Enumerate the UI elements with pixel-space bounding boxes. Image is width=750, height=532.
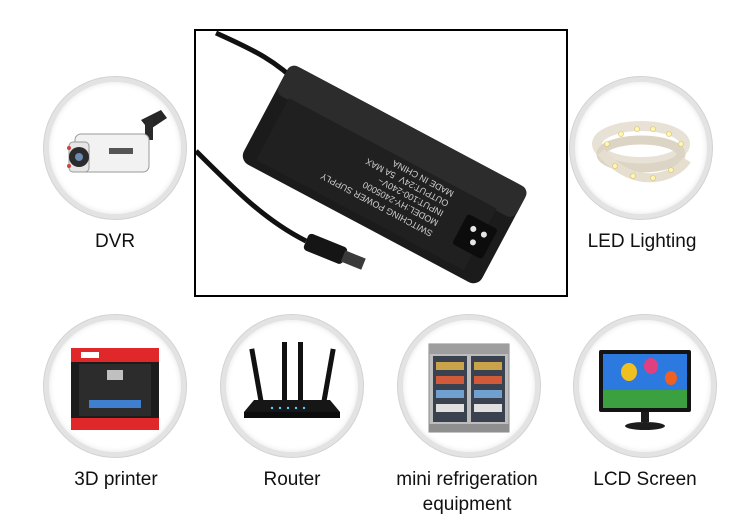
power-adapter-image: SWITCHING POWER SUPPLY MODEL:HY-2405000 …: [196, 31, 527, 284]
router-icon: [244, 342, 340, 418]
3d-printer-circle: [44, 315, 186, 457]
lcd-screen-circle: [574, 315, 716, 457]
mini-fridge-icon: [428, 343, 510, 433]
security-camera-icon: [67, 110, 167, 173]
led-lighting-circle: [570, 77, 712, 219]
dvr-label: DVR: [94, 231, 136, 252]
dvr-circle: [44, 77, 186, 219]
router-label: Router: [263, 469, 321, 490]
mini-refrigeration-label: mini refrigeration: [396, 469, 538, 490]
led-strip-icon: [592, 121, 691, 183]
lcd-screen-label: LCD Screen: [593, 469, 697, 490]
3d-printer-icon: [71, 348, 159, 430]
mini-refrigeration-label-line2: equipment: [422, 494, 512, 515]
lcd-monitor-icon: [599, 350, 691, 430]
output-cable: [196, 149, 308, 244]
power-adapter-photo: SWITCHING POWER SUPPLY MODEL:HY-2405000 …: [194, 29, 568, 297]
led-lighting-label: LED Lighting: [587, 231, 697, 252]
adapter-body: SWITCHING POWER SUPPLY MODEL:HY-2405000 …: [242, 65, 527, 284]
dc-plug: [303, 233, 366, 270]
mini-fridge-circle: [398, 315, 540, 457]
3d-printer-label: 3D printer: [74, 469, 158, 490]
ac-socket: [452, 214, 497, 259]
router-circle: [221, 315, 363, 457]
